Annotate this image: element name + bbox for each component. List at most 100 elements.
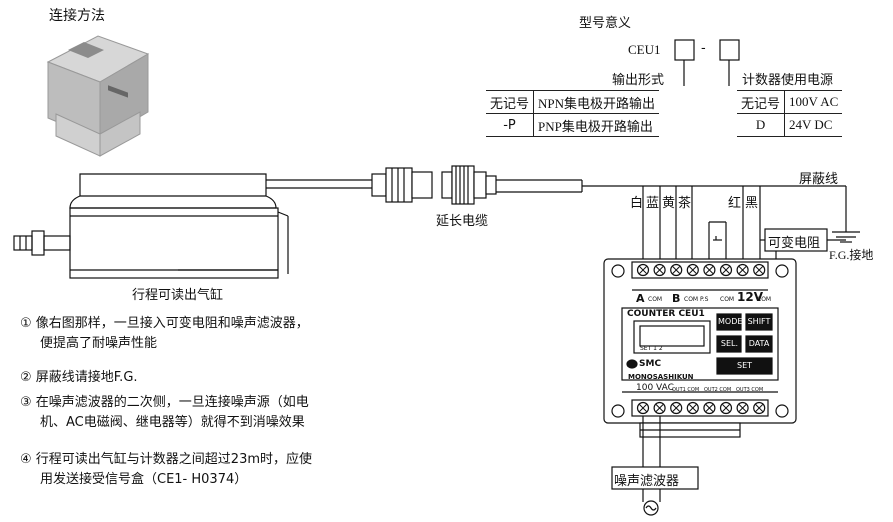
- counter-product-photo: [46, 35, 150, 157]
- terminal-out2-label: OUT2 COM: [704, 387, 732, 393]
- mode-button[interactable]: MODE: [718, 317, 743, 326]
- ground-label: F.G.接地: [829, 248, 874, 262]
- terminal-screw-slot: [755, 266, 764, 274]
- power-supply-table: 无记号 100V AC D 24V DC: [737, 90, 843, 137]
- output-type-table: 无记号 NPN集电极开路输出 -P PNP集电极开路输出: [486, 90, 660, 137]
- table-cell: 24V DC: [784, 113, 843, 137]
- terminal-com2-label: COM: [720, 296, 735, 303]
- shield-wire: [832, 186, 860, 243]
- model-code: CEU1: [628, 42, 661, 57]
- wire-label-blue: 蓝: [646, 196, 660, 211]
- table-cell: PNP集电极开路输出: [533, 113, 660, 137]
- table-cell: NPN集电极开路输出: [533, 90, 660, 114]
- terminal-screw-slot: [722, 404, 730, 412]
- table-row: 无记号 100V AC: [737, 90, 843, 114]
- terminal-screw-slot: [755, 404, 764, 412]
- terminal-screw-slot: [655, 404, 664, 412]
- noise-filter-label: 噪声滤波器: [614, 474, 680, 489]
- power-wires: [611, 416, 699, 516]
- terminal-screw-slot: [672, 404, 681, 412]
- note-3: ③ 在噪声滤波器的二次侧，一旦连接噪声源（如电 机、AC电磁阀、继电器等）就得不…: [20, 393, 309, 433]
- table-row: 无记号 NPN集电极开路输出: [486, 90, 660, 114]
- terminal-screw-slot: [738, 404, 747, 412]
- shift-button[interactable]: SHIFT: [747, 317, 771, 326]
- page-title: 连接方法: [49, 8, 105, 24]
- signal-wires: [642, 186, 761, 268]
- variable-resistor-box: [760, 228, 846, 268]
- note-text: 用发送接受信号盒（CE1- H0374）: [40, 472, 248, 487]
- terminal-screw-slot: [738, 266, 747, 274]
- table-cell: 无记号: [486, 90, 534, 114]
- note-text: 屏蔽线请接地F.G.: [35, 370, 138, 385]
- note-number: ①: [20, 316, 32, 331]
- terminal-screw-slot: [722, 266, 730, 274]
- note-number: ③: [20, 395, 32, 410]
- note-text: 便提高了耐噪声性能: [40, 336, 158, 351]
- terminal-screw-slot: [639, 266, 647, 274]
- terminal-screw-slot: [705, 404, 714, 412]
- wire-label-black: 黑: [745, 196, 759, 211]
- terminal-com-label: COM: [648, 296, 663, 303]
- brand-logo: SMC: [639, 359, 662, 369]
- note-2: ② 屏蔽线请接地F.G.: [20, 368, 138, 388]
- wire-label-red: 红: [728, 196, 742, 211]
- top-terminal-screws: [636, 263, 766, 277]
- model-heading: 型号意义: [579, 16, 632, 31]
- note-1: ① 像右图那样，一旦接入可变电阻和噪声滤波器， 便提高了耐噪声性能: [20, 314, 309, 354]
- terminal-screw-slot: [705, 266, 714, 274]
- table-row: -P PNP集电极开路输出: [486, 113, 660, 137]
- terminal-a-label: A: [636, 292, 645, 305]
- display-sub-label: SET 1 2: [640, 345, 663, 352]
- note-text: 机、AC电磁阀、继电器等）就得不到消噪效果: [40, 415, 305, 430]
- terminal-com3-label: COM: [757, 296, 772, 303]
- wire-label-brown: 茶: [678, 196, 692, 211]
- data-button[interactable]: DATA: [748, 339, 770, 348]
- terminal-b-label: B: [672, 292, 681, 305]
- model-code-boxes: [674, 39, 740, 86]
- note-number: ②: [20, 370, 32, 385]
- terminal-screw-slot: [639, 404, 647, 412]
- table-row: D 24V DC: [737, 113, 843, 137]
- output-type-label: 输出形式: [612, 73, 665, 88]
- cylinder-label: 行程可读出气缸: [132, 288, 224, 303]
- table-cell: 无记号: [737, 90, 785, 114]
- note-text: 行程可读出气缸与计数器之间超过23m时，应使: [35, 452, 313, 467]
- counter-model-label: COUNTER CEU1: [627, 309, 705, 319]
- table-cell: D: [737, 113, 785, 137]
- wire-label-white: 白: [630, 196, 644, 211]
- terminal-100vac-label: 100 VAC: [636, 383, 674, 393]
- cylinder-body: [69, 207, 289, 279]
- bottom-terminal-screws: [636, 401, 766, 415]
- extension-cable-label: 延长电缆: [436, 214, 489, 229]
- note-text: 在噪声滤波器的二次侧，一旦连接噪声源（如电: [35, 395, 309, 410]
- terminal-screw-slot: [688, 266, 697, 274]
- counter-unit: [603, 258, 797, 438]
- terminal-out3-label: OUT3 COM: [736, 387, 764, 393]
- connector-male: [371, 167, 433, 203]
- shield-wire-label: 屏蔽线: [799, 172, 839, 187]
- extension-cable: [496, 179, 846, 193]
- power-supply-label: 计数器使用电源: [742, 73, 834, 88]
- terminal-com-ps-label: COM P.S: [684, 296, 709, 303]
- table-cell: 100V AC: [784, 90, 843, 114]
- cylinder-rod-end: [13, 230, 71, 256]
- model-dash: -: [701, 41, 706, 56]
- connector-female: [441, 165, 497, 205]
- table-cell: -P: [486, 113, 534, 137]
- cylinder-sensor-head: [69, 173, 277, 209]
- terminal-screw-slot: [655, 266, 664, 274]
- wire-label-yellow: 黄: [662, 196, 676, 211]
- maker-label: MONOSASHIKUN: [628, 373, 694, 381]
- set-button[interactable]: SET: [736, 361, 753, 370]
- terminal-out1-label: OUT1 COM: [672, 387, 700, 393]
- terminal-screw-slot: [688, 404, 697, 412]
- terminal-12v-label: 12V: [737, 290, 763, 304]
- terminal-screw-slot: [672, 266, 681, 274]
- sel-button[interactable]: SEL.: [720, 339, 739, 348]
- variable-resistor-label: 可变电阻: [768, 236, 821, 251]
- note-text: 像右图那样，一旦接入可变电阻和噪声滤波器，: [35, 316, 309, 331]
- sensor-cable: [266, 179, 372, 189]
- note-number: ④: [20, 452, 32, 467]
- note-4: ④ 行程可读出气缸与计数器之间超过23m时，应使 用发送接受信号盒（CE1- H…: [20, 450, 312, 490]
